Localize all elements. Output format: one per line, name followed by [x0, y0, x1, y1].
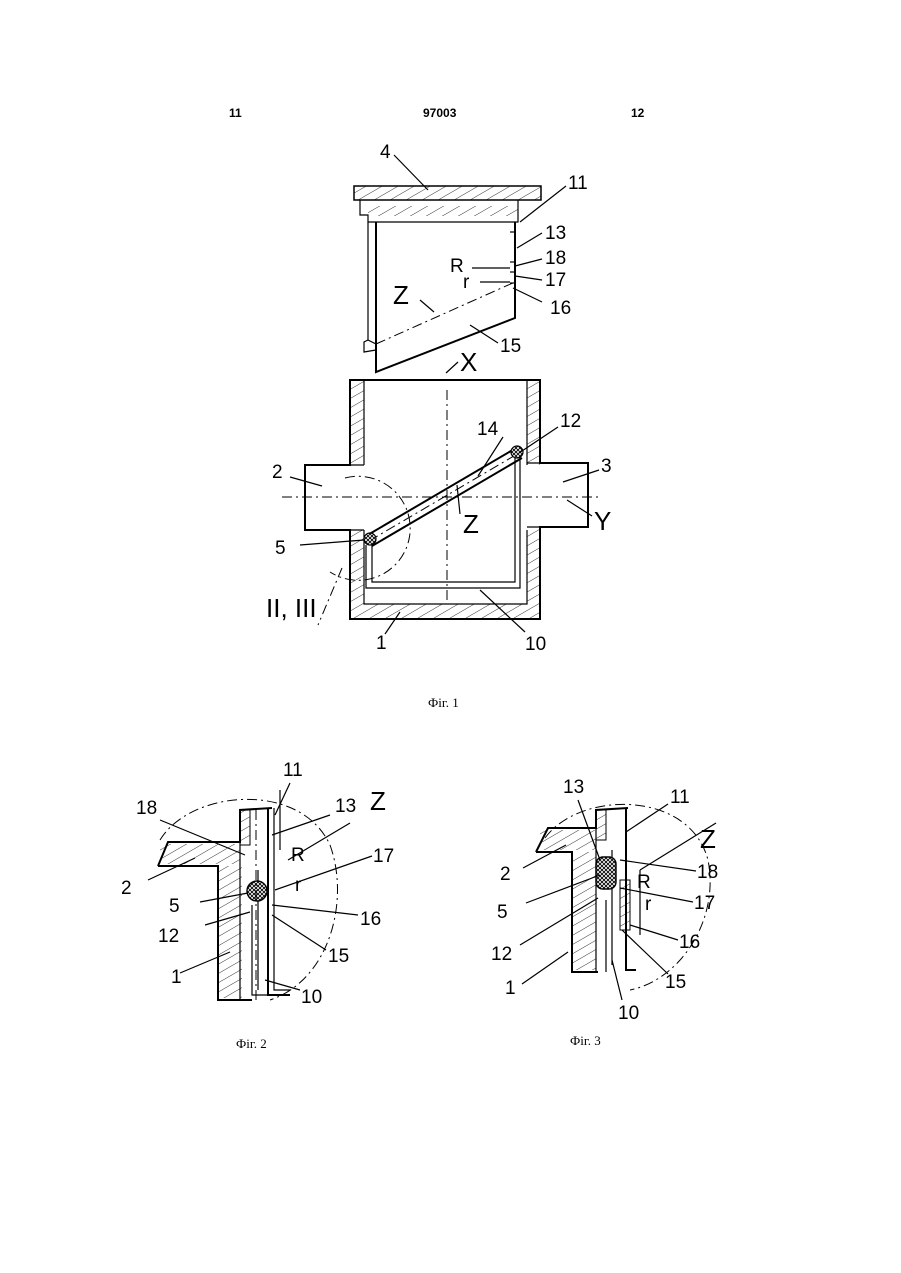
fig2-label-11: 11 [283, 760, 303, 781]
fig1-label-10: 10 [525, 634, 546, 655]
fig3-label-16: 16 [679, 932, 700, 953]
fig3-label-11: 11 [670, 787, 690, 808]
fig3-label-1: 1 [505, 978, 516, 999]
fig1-label-15: 15 [500, 336, 521, 357]
fig2-label-2: 2 [121, 878, 132, 899]
fig1-label-16: 16 [550, 298, 571, 319]
fig1-label-Y: Y [594, 506, 611, 536]
fig1-label-2: 2 [272, 462, 283, 483]
fig1-label-r: r [463, 272, 470, 293]
fig2-caption: Фіг. 2 [236, 1036, 267, 1051]
fig1-label-14: 14 [477, 419, 499, 440]
fig3-label-13: 13 [563, 777, 584, 798]
fig2-label-5: 5 [169, 896, 180, 917]
fig2-label-r: r [295, 875, 302, 896]
fig3-label-12: 12 [491, 944, 512, 965]
fig1-label-3: 3 [601, 456, 612, 477]
fig2-label-1: 1 [171, 967, 182, 988]
fig2-label-17: 17 [373, 846, 394, 867]
fig1-label-Z-mid: Z [463, 509, 479, 539]
fig3-label-17: 17 [694, 893, 715, 914]
fig1-label-13: 13 [545, 223, 566, 244]
fig3-label-R: R [637, 872, 651, 893]
fig2-label-13: 13 [335, 796, 356, 817]
fig1-label-18: 18 [545, 248, 566, 269]
fig2-label-R: R [291, 845, 305, 866]
fig1-label-17: 17 [545, 270, 566, 291]
fig3-label-18: 18 [697, 862, 718, 883]
fig3-caption: Фіг. 3 [570, 1033, 601, 1048]
fig1-label-Z-top: Z [393, 280, 409, 310]
fig1-label-1: 1 [376, 633, 387, 654]
fig3-label-2: 2 [500, 864, 511, 885]
fig3-label-5: 5 [497, 902, 508, 923]
fig1-label-11: 11 [568, 173, 588, 194]
fig3-label-r: r [645, 894, 652, 915]
fig3-label-15: 15 [665, 972, 686, 993]
fig1-label-II-III: II, III [266, 593, 317, 623]
fig2-label-16: 16 [360, 909, 381, 930]
fig2-label-Z: Z [370, 786, 386, 816]
fig1-caption: Фіг. 1 [428, 695, 459, 710]
fig3-label-Z: Z [700, 824, 716, 854]
fig1-label-X: X [460, 347, 477, 377]
fig2-label-15: 15 [328, 946, 349, 967]
fig2-label-18: 18 [136, 798, 157, 819]
fig1-label-12: 12 [560, 411, 581, 432]
fig3-label-10: 10 [618, 1003, 639, 1024]
fig1-label-4: 4 [380, 142, 391, 163]
fig3-drawing [536, 804, 716, 990]
fig1-label-5: 5 [275, 538, 286, 559]
fig2-label-10: 10 [301, 987, 322, 1008]
fig2-drawing [158, 790, 350, 1000]
fig1-label-R: R [450, 256, 464, 277]
fig2-label-12: 12 [158, 926, 179, 947]
